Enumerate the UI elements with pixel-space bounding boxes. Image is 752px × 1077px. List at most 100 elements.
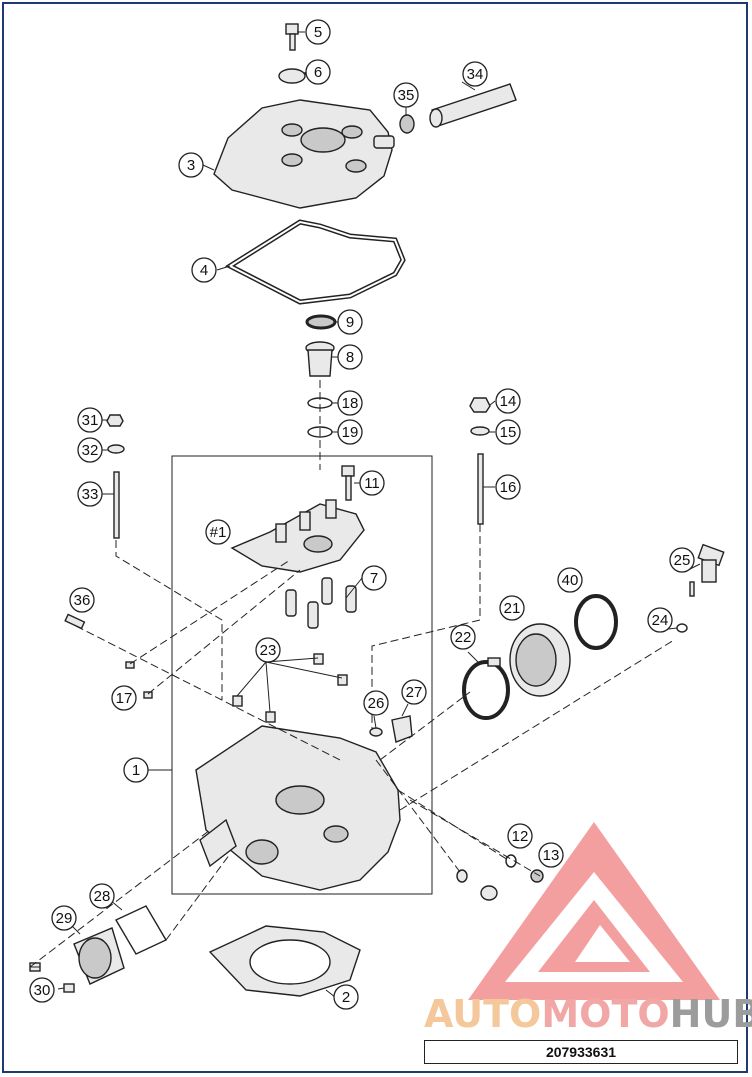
callout-7: 7	[361, 565, 387, 591]
callout-4: 4	[191, 257, 217, 283]
callout-label: 36	[74, 592, 91, 609]
callout-27: 27	[401, 679, 427, 705]
washer-15-part	[470, 426, 490, 436]
callout-label: 40	[562, 572, 579, 589]
callout-label: 22	[455, 629, 472, 646]
callout-8: 8	[337, 344, 363, 370]
callout-25: 25	[669, 547, 695, 573]
temperature-sensor-part	[689, 543, 725, 597]
callout-5: 5	[305, 19, 331, 45]
callout-label: 4	[200, 262, 208, 279]
callout-label: 23	[260, 642, 277, 659]
plug-13-part	[530, 869, 544, 883]
callout-label: 9	[346, 314, 354, 331]
head-gasket-part	[208, 925, 361, 997]
watermark-logo-triangle	[468, 822, 720, 1000]
callout-32: 32	[77, 437, 103, 463]
callout-1: 1	[123, 757, 149, 783]
spark-plug-shaft-part	[305, 341, 335, 377]
callout-label: 11	[364, 475, 380, 492]
callout-24: 24	[647, 607, 673, 633]
plug-17a-part	[125, 661, 135, 669]
callout-6: 6	[305, 59, 331, 85]
callout-21: 21	[499, 595, 525, 621]
callout-16: 16	[495, 474, 521, 500]
callout-hash-1: #1	[205, 519, 231, 545]
callout-18: 18	[337, 390, 363, 416]
callout-label: 26	[368, 695, 385, 712]
callout-label: 30	[34, 982, 51, 999]
callout-23: 23	[255, 637, 281, 663]
callout-12: 12	[507, 823, 533, 849]
callout-label: 3	[187, 157, 195, 174]
callout-34: 34	[462, 61, 488, 87]
stud-33-part	[113, 471, 120, 539]
callout-label: 15	[500, 424, 517, 441]
callout-40: 40	[557, 567, 583, 593]
bolt-30b-part	[63, 983, 75, 993]
callout-label: 14	[500, 393, 517, 410]
bridge-bolt-part	[341, 465, 355, 501]
document-number: 207933631	[424, 1040, 738, 1064]
exhaust-flange-part	[73, 927, 125, 985]
hose-clamp-part	[399, 114, 415, 134]
exhaust-gasket-part	[115, 905, 167, 955]
callout-13: 13	[538, 842, 564, 868]
callout-14: 14	[495, 388, 521, 414]
callout-label: 25	[674, 552, 691, 569]
callout-2: 2	[333, 984, 359, 1010]
cover-bolt-part	[285, 23, 299, 51]
hydraulic-pins-part	[285, 577, 357, 629]
callout-label: 8	[346, 349, 354, 366]
o-ring-12-part	[505, 854, 517, 868]
watermark-segment-hub: HUB	[669, 992, 752, 1036]
callout-11: 11	[359, 470, 385, 496]
assembly-dash-lines	[29, 380, 675, 968]
hose-clamp-22-part	[462, 657, 510, 720]
watermark-segment-moto: MOTO	[541, 992, 670, 1036]
callout-label: 24	[652, 612, 669, 629]
callout-label: 6	[314, 64, 322, 81]
callout-29: 29	[51, 905, 77, 931]
callout-15: 15	[495, 419, 521, 445]
o-ring-small-part	[456, 869, 468, 883]
hose-clamp-40-part	[574, 594, 618, 650]
nut-14-part	[469, 397, 491, 413]
callout-label: 2	[342, 989, 350, 1006]
callout-label: 7	[370, 570, 378, 587]
plug-17b-part	[143, 691, 153, 699]
camshaft-bridge-part	[230, 499, 365, 573]
callout-label: 17	[116, 690, 133, 707]
callout-label: 16	[500, 479, 517, 496]
spark-plug-seal-part	[305, 314, 337, 330]
callout-label: 33	[82, 486, 99, 503]
callout-label: 1	[132, 762, 140, 779]
cylinder-head-part	[195, 725, 401, 891]
callout-30: 30	[29, 977, 55, 1003]
callout-label: 5	[314, 24, 322, 41]
callout-label: 18	[342, 395, 359, 412]
callout-26: 26	[363, 690, 389, 716]
washer-32-part	[107, 444, 125, 454]
cover-gasket-part	[224, 219, 406, 305]
watermark-text: AUTOMOTOHUB	[424, 992, 752, 1036]
callout-label: 27	[406, 684, 423, 701]
callout-label: #1	[210, 524, 227, 541]
callout-label: 19	[342, 424, 359, 441]
callout-label: 29	[56, 910, 73, 927]
stud-16-part	[477, 453, 484, 525]
callout-label: 21	[504, 600, 521, 617]
callout-label: 31	[82, 412, 99, 429]
plug-36-part	[64, 613, 86, 630]
intake-flange-part	[509, 623, 571, 697]
cover-seal-part	[278, 68, 306, 84]
callout-label: 13	[543, 847, 560, 864]
callout-36: 36	[69, 587, 95, 613]
callout-label: 28	[94, 888, 111, 905]
callout-label: 35	[398, 87, 415, 104]
callout-35: 35	[393, 82, 419, 108]
watermark-segment-auto: AUTO	[424, 992, 542, 1036]
sensor-o-ring-part	[676, 623, 688, 633]
